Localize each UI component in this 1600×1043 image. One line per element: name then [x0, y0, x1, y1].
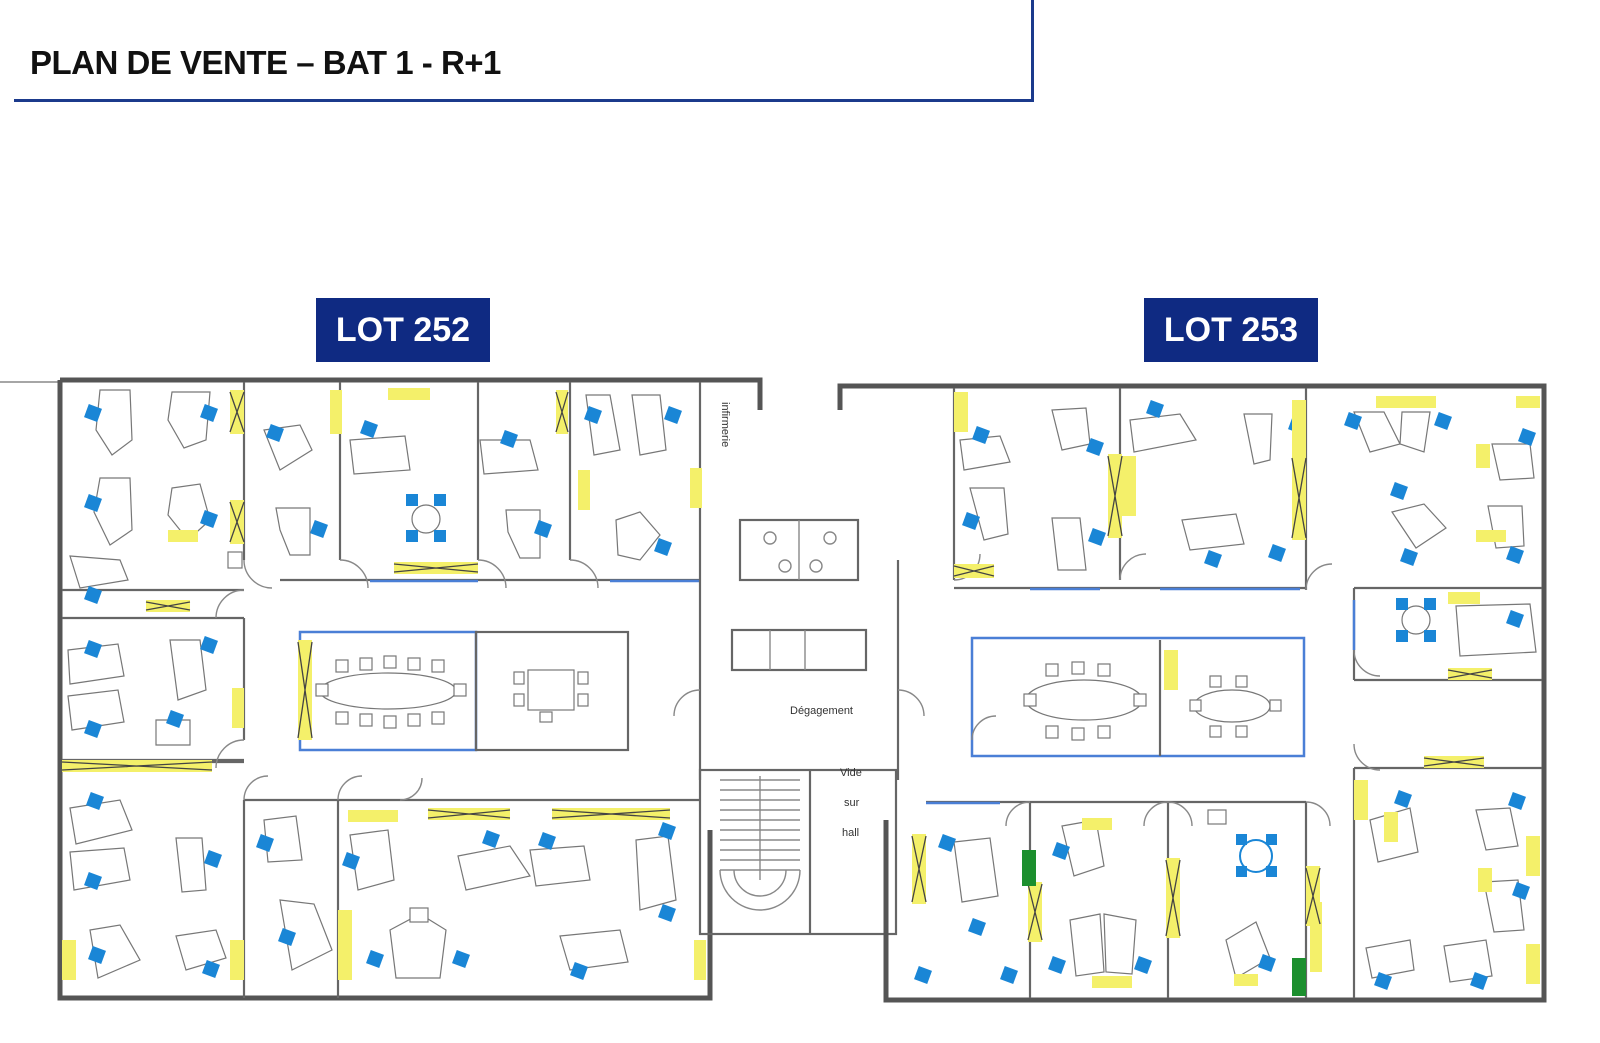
- infirmerie-label: infirmerie: [719, 402, 731, 447]
- lot-253-badge: LOT 253: [1144, 298, 1318, 362]
- vide-label: Vide: [840, 767, 862, 779]
- central-core: Dégagement Vide sur hall infirmerie: [673, 402, 925, 936]
- sur-label: sur: [844, 797, 860, 809]
- title-frame: [14, 0, 1034, 102]
- degagement-label: Dégagement: [790, 705, 853, 717]
- lot-252-badge: LOT 252: [316, 298, 490, 362]
- lot-252-plan: [57, 377, 763, 1001]
- lot-253-plan: [837, 383, 1547, 1003]
- page-title: PLAN DE VENTE – BAT 1 - R+1: [30, 44, 501, 81]
- hall-label: hall: [842, 827, 859, 839]
